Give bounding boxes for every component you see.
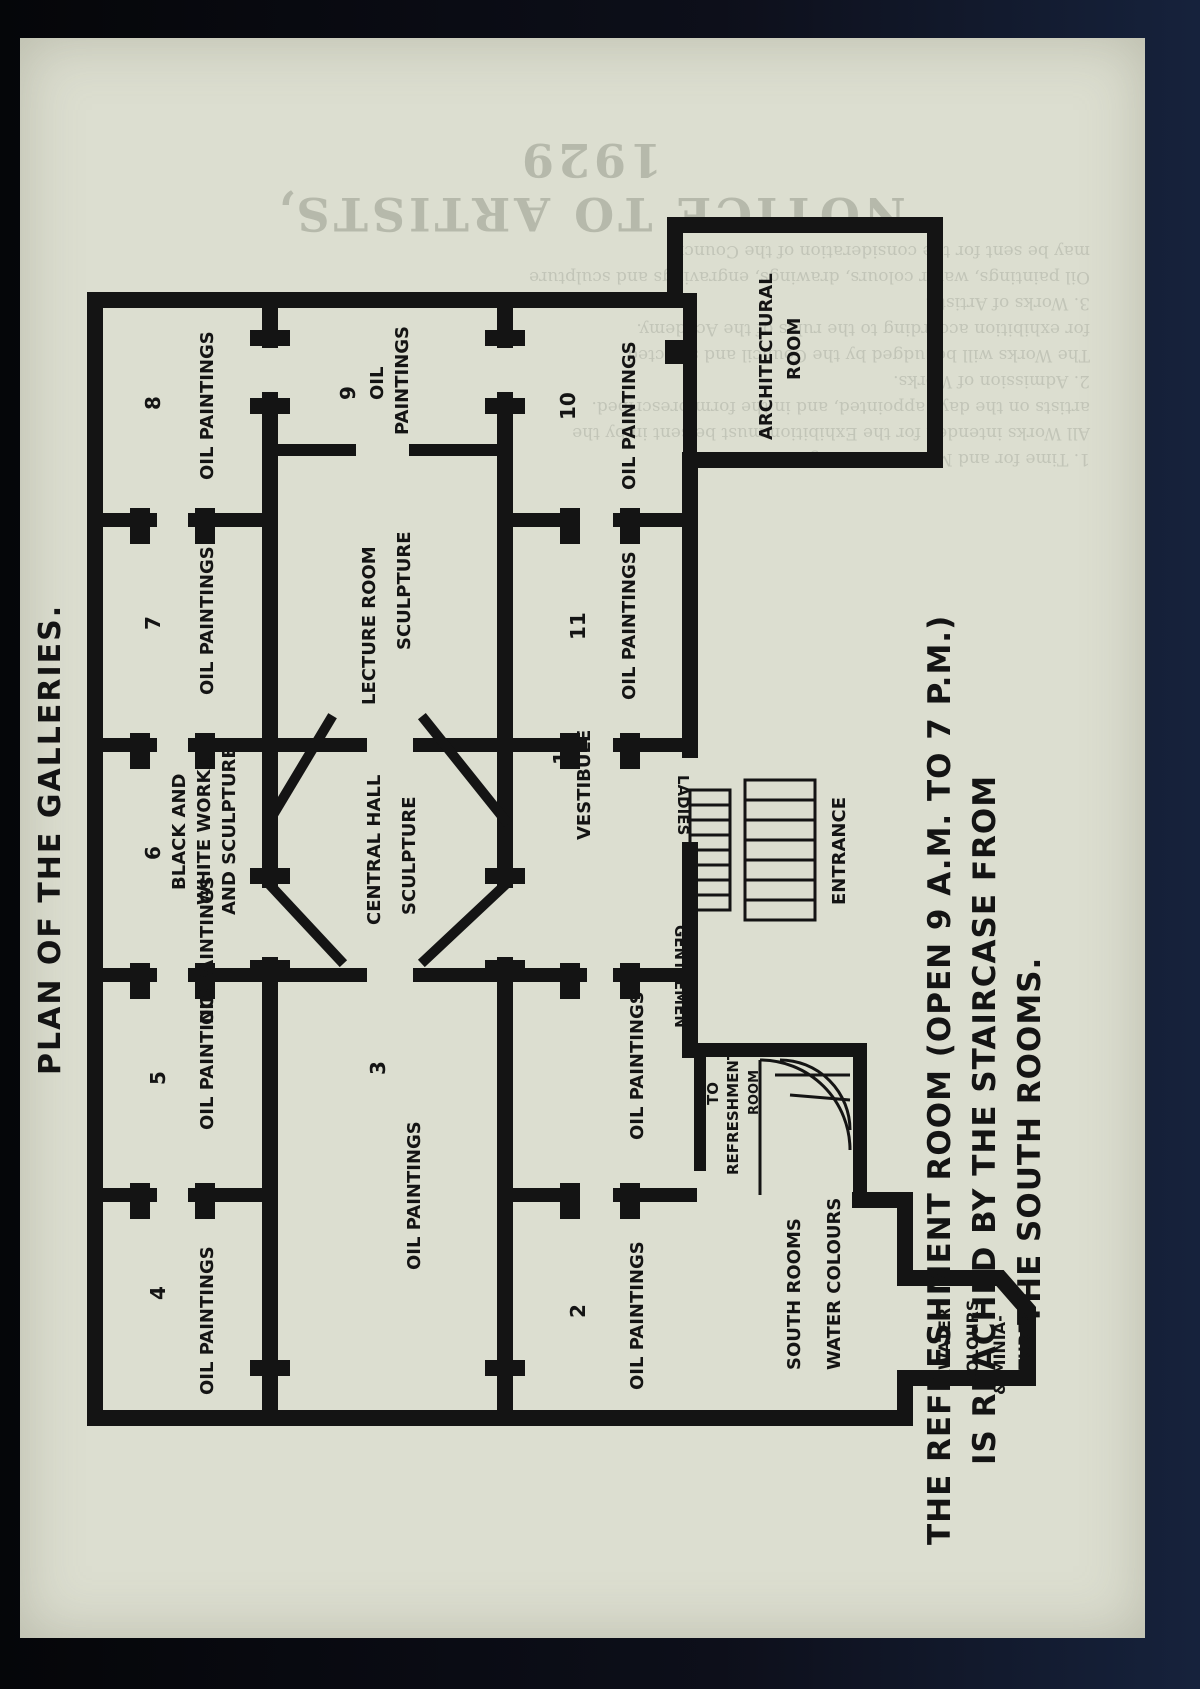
- tures-label: TURES: [1015, 1311, 1034, 1370]
- room-6-label-c: AND SCULPTURE: [219, 746, 240, 915]
- room-labels: OIL PAINTINGS OIL PAINTINGS OIL PAINTING…: [141, 273, 1034, 1395]
- vestibule-label: VESTIBULE: [574, 730, 595, 840]
- vestibule-staircase: [688, 778, 817, 922]
- gallery-number-9: 9: [336, 386, 360, 400]
- svg-text:PLAN OF THE GALLERIES.: PLAN OF THE GALLERIES.: [33, 604, 68, 1075]
- architectural-room-label-b: ROOM: [784, 318, 805, 380]
- notice-line3: THE SOUTH ROOMS.: [1012, 957, 1048, 1325]
- south-water-colours-label: WATER COLOURS: [824, 1198, 845, 1370]
- lecture-sculpture-label: SCULPTURE: [394, 531, 415, 650]
- room-4-label: OIL PAINTINGS: [197, 1246, 218, 1395]
- architectural-room-label-a: ARCHITECTURAL: [756, 273, 777, 440]
- notice-line1: THE REFRESHMENT ROOM (OPEN 9 A.M. TO 7 P…: [922, 615, 958, 1545]
- to-refreshment-label-b: REFRESHMENT: [724, 1049, 742, 1175]
- south-rooms-label: SOUTH ROOMS: [784, 1218, 805, 1370]
- plan-piers: [130, 330, 693, 1376]
- central-hall-label: CENTRAL HALL: [364, 775, 385, 925]
- room-9-oil-label: OIL: [367, 367, 388, 400]
- ladies-label: LADIES: [674, 775, 692, 835]
- notice-text: THE REFRESHMENT ROOM (OPEN 9 A.M. TO 7 P…: [922, 615, 1048, 1545]
- room-1-label: OIL PAINTINGS: [627, 991, 648, 1140]
- colours-label: COLOURS: [963, 1300, 982, 1385]
- room-9-paintings-label: PAINTINGS: [392, 326, 413, 435]
- room-6-label-a: BLACK AND: [169, 774, 190, 890]
- notice-line2: IS REACHED BY THE STAIRCASE FROM: [967, 775, 1003, 1465]
- refreshment-staircase: [758, 1058, 852, 1195]
- to-refreshment-label-c: ROOM: [747, 1070, 762, 1115]
- central-hall-sculpture-label: SCULPTURE: [399, 796, 420, 915]
- room-5-label: OIL PAINTINGS: [197, 981, 218, 1130]
- gallery-number-4: 4: [146, 1286, 170, 1300]
- room-6-label-b: WHITE WORKS: [194, 757, 215, 905]
- gallery-number-8: 8: [141, 396, 165, 410]
- gallery-number-2: 2: [566, 1304, 590, 1318]
- gallery-number-1: 1: [549, 751, 573, 765]
- gallery-number-7: 7: [141, 616, 165, 630]
- gentlemen-label: GENTLEMEN: [671, 925, 689, 1028]
- lecture-room-label: LECTURE ROOM: [359, 546, 380, 705]
- room-7-label: OIL PAINTINGS: [197, 546, 218, 695]
- gallery-number-5: 5: [146, 1071, 170, 1085]
- room-11-label: OIL PAINTINGS: [619, 551, 640, 700]
- title-label: PLAN OF THE GALLERIES.: [33, 604, 68, 1075]
- room-3-label: OIL PAINTINGS: [404, 1121, 425, 1270]
- water-label: WATER: [935, 1308, 954, 1370]
- gallery-number-10: 10: [556, 392, 580, 420]
- gallery-number-11: 11: [566, 612, 590, 640]
- room-8-label: OIL PAINTINGS: [197, 331, 218, 480]
- gallery-number-3: 3: [366, 1061, 390, 1075]
- entrance-label: ENTRANCE: [829, 797, 850, 905]
- room-4b-label: OIL PAINTINGS: [197, 876, 218, 1025]
- room-2-label: OIL PAINTINGS: [627, 1241, 648, 1390]
- minia-label: & MINIA-: [990, 1315, 1009, 1395]
- to-refreshment-label-a: TO: [704, 1082, 722, 1105]
- room-10-label: OIL PAINTINGS: [619, 341, 640, 490]
- gallery-number-6: 6: [141, 846, 165, 860]
